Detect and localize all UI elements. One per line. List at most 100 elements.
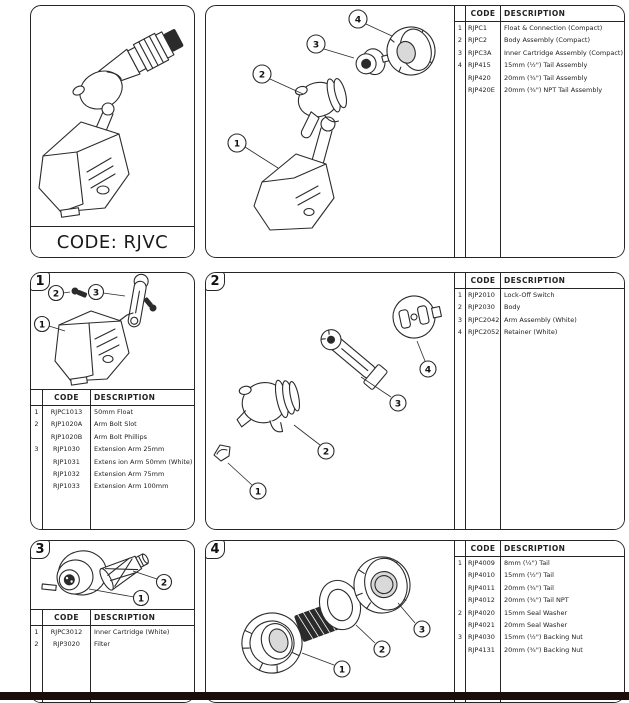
- table-filler-row: [31, 492, 194, 529]
- svg-text:3: 3: [93, 289, 99, 299]
- svg-text:3: 3: [395, 400, 401, 410]
- float-part: [38, 121, 130, 218]
- body-part: [236, 379, 301, 433]
- panel-number-label: 1: [31, 273, 50, 291]
- cell-code: CODE: [43, 610, 91, 625]
- cell-code: RJP4030: [466, 631, 501, 644]
- cell-description: Extension Arm 75mm: [94, 469, 165, 478]
- cell-num: [455, 541, 466, 556]
- cell-num: [31, 480, 43, 493]
- cell-num: 2: [455, 34, 466, 47]
- callout-1: 1: [301, 652, 351, 678]
- cell-description: 15mm (½") Backing Nut: [504, 633, 583, 642]
- cell-description: DESCRIPTION: [504, 544, 566, 553]
- cell-description: Lock-Off Switch: [504, 291, 555, 299]
- cell-num: [455, 569, 466, 582]
- lock-off-switch-part: [213, 444, 231, 462]
- panel-tail-parts: 4: [205, 540, 625, 703]
- body-parts-drawing: 1 2 3 4: [213, 295, 442, 500]
- cell-description: DESCRIPTION: [94, 393, 156, 402]
- svg-text:2: 2: [259, 71, 265, 81]
- panel-cartridge-parts: 3: [30, 540, 195, 703]
- cell-code: RJP4131: [466, 643, 501, 657]
- cell-description: 15mm Seal Washer: [504, 608, 568, 617]
- cell-description: 15mm (½") Tail: [504, 571, 554, 580]
- cell-code: RJP1030: [43, 443, 91, 456]
- assembled-valve-drawing: [38, 29, 184, 218]
- cell-description: Arm Assembly (White): [504, 315, 577, 324]
- cell-code: CODE: [466, 273, 501, 288]
- cell-description: [501, 96, 624, 257]
- cell-num: 1: [455, 557, 466, 570]
- callout-2: 2: [132, 570, 173, 591]
- callout-1: 1: [88, 588, 150, 607]
- cell-num: 1: [31, 626, 43, 639]
- body-assembly-part: [294, 78, 348, 139]
- cell-code: [43, 492, 91, 529]
- cell-num: [31, 650, 43, 702]
- panel-number-label: 4: [206, 541, 225, 559]
- cell-code: RJP4009: [466, 557, 501, 570]
- cell-code: RJP4012: [466, 594, 501, 607]
- cell-code: RJPC1013: [43, 406, 91, 419]
- svg-text:1: 1: [39, 321, 45, 331]
- seal-washer-part: [318, 579, 362, 631]
- cell-description: 15mm (½") Tail Assembly: [504, 61, 588, 70]
- callout-3: 3: [87, 283, 126, 301]
- valve-body-part: [72, 70, 123, 110]
- callout-1: 1: [33, 315, 66, 333]
- cell-code: RJP4010: [466, 569, 501, 582]
- callout-2: 2: [47, 284, 71, 302]
- cell-num: 4: [455, 326, 466, 339]
- cell-code: RJP1031: [43, 455, 91, 468]
- cell-code: RJP420: [466, 71, 501, 84]
- cell-description: Body: [504, 303, 521, 312]
- cell-code: RJP4021: [466, 618, 501, 632]
- cell-code: [466, 656, 501, 702]
- table-filler-row: [455, 338, 624, 529]
- svg-text:1: 1: [255, 488, 261, 498]
- panel-float-parts: 1: [30, 272, 195, 530]
- cell-code: [43, 650, 91, 702]
- cell-num: 4: [455, 59, 466, 72]
- cell-code: RJP420E: [466, 83, 501, 97]
- cell-description: Extension Arm 25mm: [94, 445, 165, 454]
- cell-num: [31, 467, 43, 481]
- svg-text:2: 2: [161, 579, 167, 589]
- cell-description: 20mm Seal Washer: [504, 620, 568, 629]
- cell-num: 2: [31, 418, 43, 431]
- callout-3: 3: [306, 34, 355, 59]
- cell-code: RJPC2052: [466, 326, 501, 339]
- product-code-label: CODE: RJVC: [31, 226, 194, 257]
- cell-code: CODE: [466, 6, 501, 21]
- cell-code: RJPC1: [466, 22, 501, 35]
- svg-text:1: 1: [339, 666, 345, 676]
- cell-code: RJP2010: [466, 289, 501, 302]
- cell-num: [455, 594, 466, 607]
- svg-text:2: 2: [53, 290, 59, 300]
- table-filler-row: [31, 650, 194, 702]
- cell-description: Extens ion Arm 50mm (White): [94, 457, 193, 466]
- cell-description: 20mm (¾") Tail Assembly: [504, 73, 588, 82]
- cell-num: [31, 390, 43, 405]
- cell-code: RJPC2042: [466, 313, 501, 327]
- cell-code: RJPC2: [466, 34, 501, 47]
- cell-code: RJPC3012: [43, 626, 91, 639]
- cell-description: 50mm Float: [94, 408, 134, 416]
